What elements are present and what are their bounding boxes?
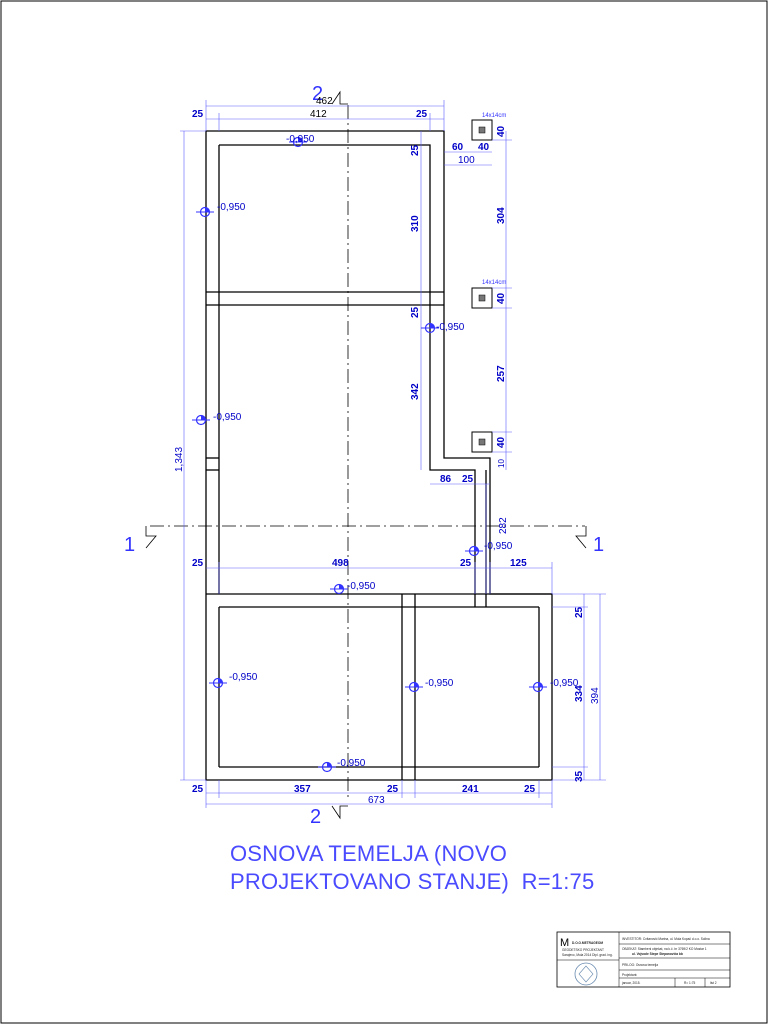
dim-pillar-offset-40: 40 [478, 142, 490, 153]
dimension-lines [180, 100, 606, 808]
dim-pillar-size-2: 14x14cm [482, 280, 506, 286]
dim-right-lower-room: 342 [410, 383, 421, 400]
dim-right-upper-room: 310 [410, 215, 421, 232]
dim-pillar-gap-3: 10 [497, 459, 506, 468]
title-block-object: OBJEKAT: Stambeni objekat, na k.č. br 37… [622, 947, 707, 951]
title-block-office-2: Sarajevo, Mula 2014 Dipl. grad. ing. [562, 953, 613, 957]
level-label: -0,950 [213, 412, 242, 423]
dim-pillar-h-2: 40 [496, 292, 507, 304]
title-block-office-1: GEODETSKO PROJEKTANT [562, 948, 604, 952]
dim-right-mid-wall: 25 [410, 306, 421, 318]
level-marker: -0,950 [286, 134, 315, 148]
title-block-object-2: ul. Vojvode Stepe Stepanovića bb [632, 952, 683, 956]
dim-step-width: 86 [440, 474, 452, 485]
level-marker: -0,950 [196, 202, 246, 218]
level-label: -0,950 [347, 581, 376, 592]
pillar-3 [471, 431, 493, 453]
dim-right-upper-wall: 25 [410, 144, 421, 156]
section-mark-top: 2 [312, 83, 323, 105]
title-block-logo: M [560, 937, 569, 949]
dim-pillar-gap-2: 257 [496, 365, 507, 382]
foundation-walls [205, 130, 553, 781]
dim-pillar-h-1: 40 [496, 125, 507, 137]
title-block-seal [574, 962, 598, 986]
level-marker: -0,950 [209, 672, 258, 689]
dim-bottom-wall-left: 25 [192, 784, 204, 795]
level-marker: -0,950 [529, 678, 579, 693]
level-marker: -0,950 [465, 541, 513, 557]
dim-mid-inner: 498 [332, 558, 349, 569]
dim-lower-room: 334 [574, 685, 585, 702]
level-marker: -0,950 [405, 678, 454, 693]
title-block-sheet: list 2 [710, 981, 717, 985]
section-lines [150, 105, 585, 800]
pillars [471, 119, 493, 453]
dim-offset-vertical: 282 [498, 517, 509, 534]
dim-lower-total: 394 [590, 687, 601, 704]
dim-top-total: 462 [316, 96, 333, 107]
dim-lower-wall-top: 25 [574, 606, 585, 618]
dim-bottom-total: 673 [368, 795, 385, 806]
level-marker: -0,950 [192, 412, 242, 426]
level-label: -0,950 [484, 541, 513, 552]
title-block-date: januar, 2015. [621, 981, 641, 985]
pillar-2 [471, 287, 493, 309]
dim-lower-wall-bottom: 35 [574, 770, 585, 782]
dim-pillar-offset-60: 60 [452, 142, 464, 153]
level-label: -0,950 [229, 672, 258, 683]
title-block: M D.O.O.METRAGEOM GEODETSKO PROJEKTANT S… [556, 931, 731, 988]
level-label: -0,950 [436, 322, 465, 333]
title-block-designer: Projektant: [622, 973, 637, 977]
section-mark-bottom: 2 [310, 806, 321, 828]
title-block-content: PRILOG: Osnova temelja [622, 963, 658, 967]
pillar-1 [471, 119, 493, 141]
title-block-scale: R= 1:75 [684, 981, 695, 985]
dim-pillar-gap-1: 304 [496, 207, 507, 224]
dim-bottom-room-right: 241 [462, 784, 479, 795]
dim-bottom-room-left: 357 [294, 784, 311, 795]
drawing-title: OSNOVA TEMELJA (NOVO PROJEKTOVANO STANJE… [230, 840, 750, 896]
dim-bottom-wall-mid: 25 [387, 784, 399, 795]
level-label: -0,950 [550, 678, 579, 689]
level-markers: -0,950 -0,950 -0,950 -0,950 -0,950 -0,950 -0,9… [192, 134, 579, 773]
section-mark-right: 1 [593, 534, 604, 556]
dim-mid-extension: 125 [510, 558, 527, 569]
dim-mid-wall-right: 25 [460, 558, 472, 569]
level-label: -0,950 [286, 134, 315, 145]
dim-step-wall: 25 [462, 474, 474, 485]
dim-pillar-size-1: 14x14cm [482, 113, 506, 119]
dim-pillar-h-3: 40 [496, 436, 507, 448]
level-label: -0,950 [337, 758, 366, 769]
section-markers [145, 90, 587, 820]
dimension-texts: 462 412 25 25 1,343 25 310 25 342 14x14c… [174, 96, 601, 806]
level-label: -0,950 [425, 678, 454, 689]
level-marker: -0,950 [330, 581, 376, 595]
section-mark-left: 1 [124, 534, 135, 556]
dim-top-wall-left: 25 [192, 109, 204, 120]
level-marker: -0,950 [318, 758, 366, 773]
level-label: -0,950 [217, 202, 246, 213]
upper-block-outer [205, 130, 553, 781]
dim-mid-wall-left: 25 [192, 558, 204, 569]
dim-top-inner: 412 [310, 109, 327, 120]
level-marker: -0,950 [421, 322, 465, 334]
dim-pillar-offset-100: 100 [458, 155, 475, 166]
drawing-title-line-1: OSNOVA TEMELJA (NOVO [230, 841, 508, 866]
upper-block-inner [219, 144, 476, 607]
title-block-company: D.O.O.METRAGEOM [572, 941, 603, 945]
drawing-title-line-2: PROJEKTOVANO STANJE) R=1:75 [230, 869, 595, 894]
dim-top-wall-right: 25 [416, 109, 428, 120]
title-block-investor: INVESTITOR: Cvitanović Marina, ul. Mula … [622, 937, 710, 941]
dim-bottom-wall-right: 25 [524, 784, 536, 795]
dim-left-total: 1,343 [174, 447, 185, 472]
